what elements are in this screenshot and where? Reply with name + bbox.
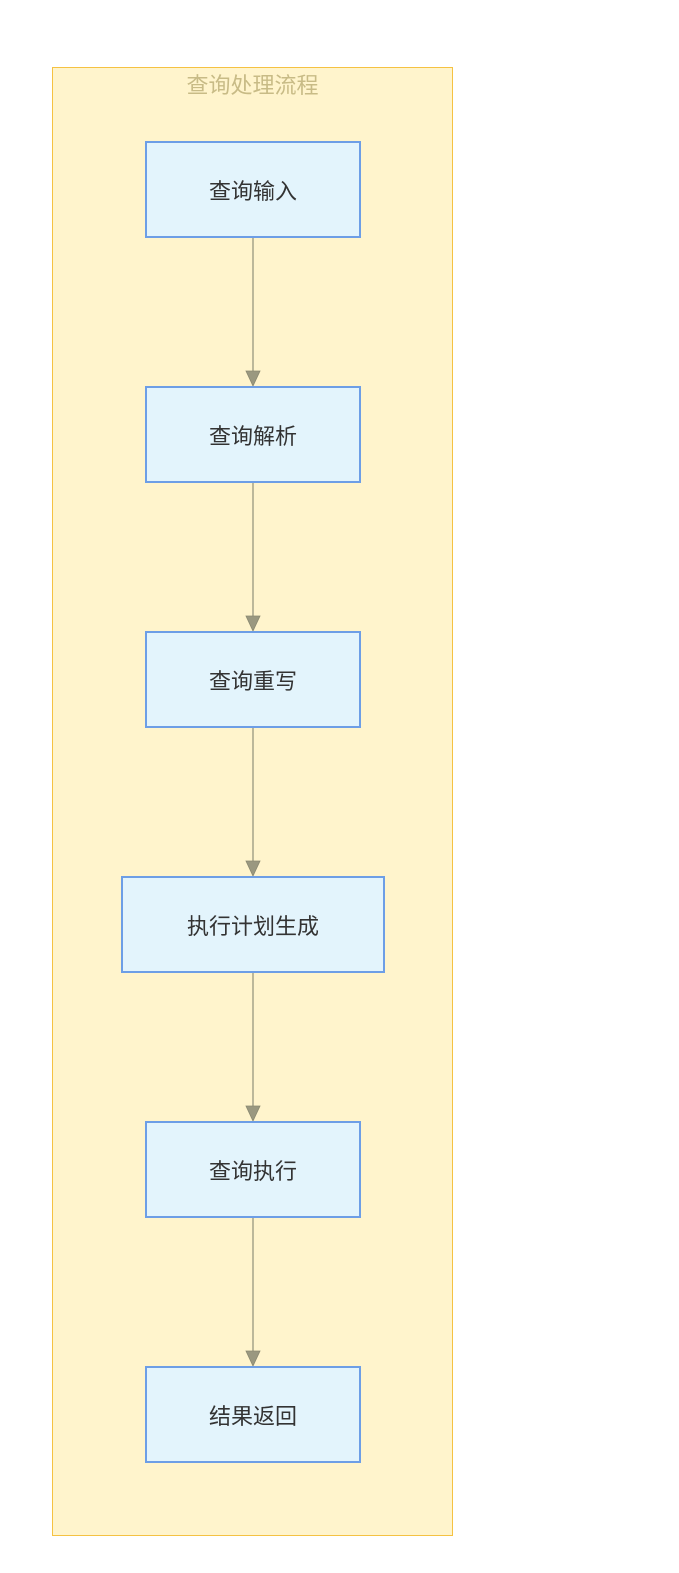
edge-2 — [245, 483, 261, 632]
node-label: 查询重写 — [208, 669, 297, 695]
arrowhead-icon — [245, 1350, 261, 1367]
node-label: 执行计划生成 — [186, 914, 319, 940]
node-query-rewrite: 查询重写 — [145, 631, 361, 728]
cluster-title: 查询处理流程 — [186, 74, 319, 99]
node-label: 结果返回 — [208, 1404, 297, 1430]
node-label: 查询执行 — [208, 1159, 297, 1185]
node-label: 查询解析 — [208, 424, 297, 450]
node-query-input: 查询输入 — [145, 141, 361, 238]
edge-3 — [245, 728, 261, 877]
edge-4 — [245, 973, 261, 1122]
arrowhead-icon — [245, 370, 261, 387]
node-query-execution: 查询执行 — [145, 1121, 361, 1218]
node-label: 查询输入 — [208, 179, 297, 205]
edge-1 — [245, 238, 261, 387]
node-result-return: 结果返回 — [145, 1366, 361, 1463]
edge-5 — [245, 1218, 261, 1367]
node-plan-generation: 执行计划生成 — [121, 876, 385, 973]
node-query-parse: 查询解析 — [145, 386, 361, 483]
arrowhead-icon — [245, 615, 261, 632]
arrowhead-icon — [245, 1105, 261, 1122]
arrowhead-icon — [245, 860, 261, 877]
